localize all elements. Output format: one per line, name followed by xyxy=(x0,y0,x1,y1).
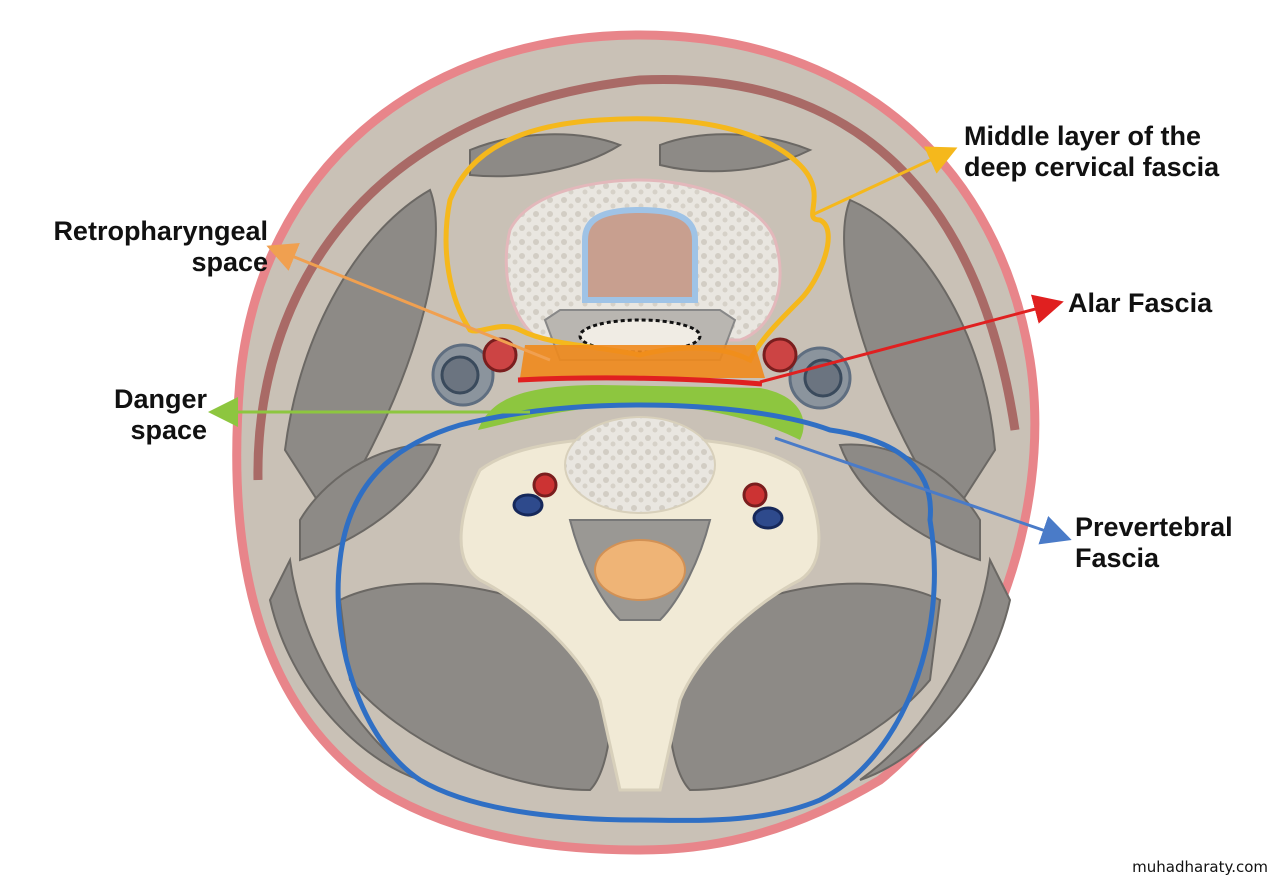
retropharyngeal-space xyxy=(520,345,765,378)
trachea xyxy=(582,206,698,303)
alar-fascia-label-line-1: Alar Fascia xyxy=(1068,288,1213,318)
vertebral-vessels xyxy=(512,472,784,530)
vertebral-body xyxy=(564,416,716,514)
watermark: muhadharaty.com xyxy=(1132,858,1268,876)
middle-layer-arrow xyxy=(811,146,958,217)
prevertebral-arrow xyxy=(774,436,1072,545)
prevertebral-label-line-2: Fascia xyxy=(1075,543,1160,573)
alar-fascia-line xyxy=(517,375,763,387)
right-sternocleidomastoid xyxy=(843,198,997,522)
prevertebral-label-line-1: Prevertebral xyxy=(1075,512,1233,542)
danger-space-label: Danger space xyxy=(114,384,207,446)
middle-layer-label-line-1: Middle layer of the xyxy=(964,121,1202,151)
alar-fascia-label: Alar Fascia xyxy=(1068,288,1212,319)
middle-layer-label: Middle layer of the deep cervical fascia xyxy=(964,121,1219,183)
retropharyngeal-arrow xyxy=(266,243,551,362)
danger-space xyxy=(478,385,804,440)
prevertebral-fascia-line xyxy=(335,402,937,823)
prevertebral-label: Prevertebral Fascia xyxy=(1075,512,1233,574)
spinal-cord xyxy=(594,539,686,601)
middle-layer-label-line-2: deep cervical fascia xyxy=(964,152,1220,182)
retropharyngeal-label-line-1: Retropharyngeal xyxy=(53,216,268,246)
superficial-muscle-band xyxy=(253,74,1020,481)
right-outer-posterior-muscle xyxy=(859,556,1012,781)
danger-space-label-line-1: Danger xyxy=(113,384,207,414)
retropharyngeal-label: Retropharyngeal space xyxy=(53,216,268,278)
retropharyngeal-label-line-2: space xyxy=(191,247,268,277)
danger-space-label-line-2: space xyxy=(130,415,207,445)
alar-fascia-arrow xyxy=(759,294,1064,384)
